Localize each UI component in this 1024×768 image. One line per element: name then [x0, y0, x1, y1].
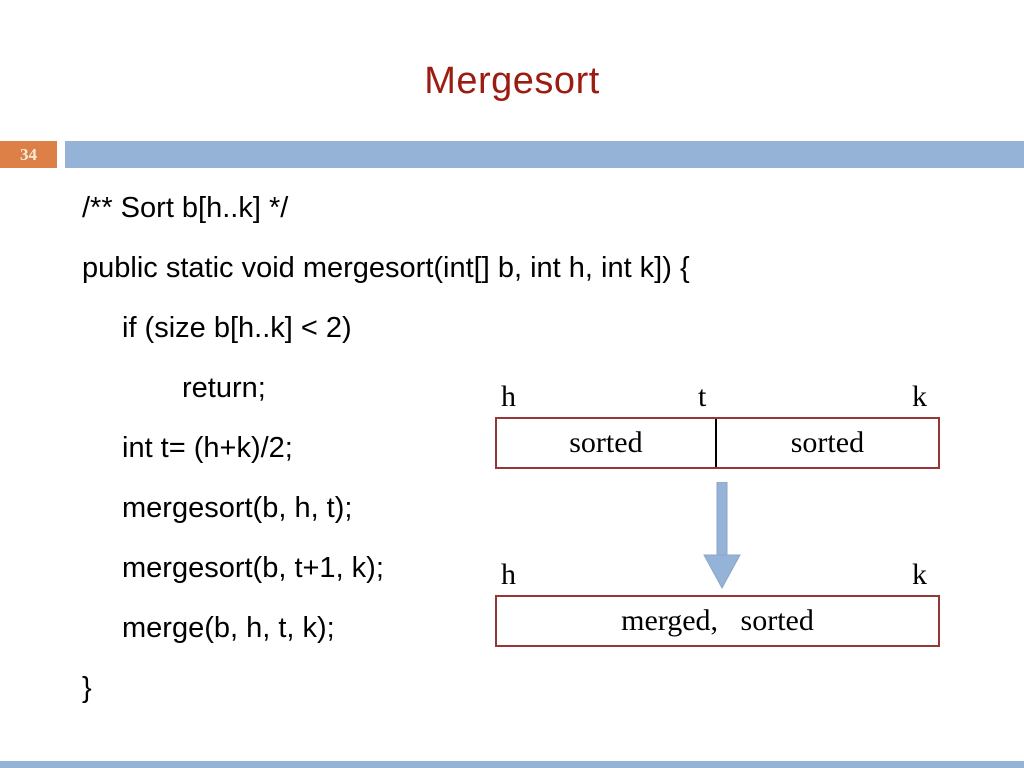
page-number-badge: 34: [0, 141, 57, 168]
index-label-k: k: [912, 558, 927, 591]
index-label-t: t: [698, 380, 707, 413]
code-line: merge(b, h, t, k);: [122, 612, 335, 644]
array-box-top: sorted sorted: [495, 417, 940, 469]
array-segment-sorted-left: sorted: [497, 419, 717, 467]
code-line: int t= (h+k)/2;: [122, 432, 293, 464]
down-arrow-icon: [703, 482, 741, 590]
code-line: mergesort(b, h, t);: [122, 492, 353, 524]
code-line: }: [82, 672, 92, 704]
index-label-k: k: [912, 380, 927, 413]
code-line: /** Sort b[h..k] */: [82, 192, 289, 224]
array-box-bottom: merged, sorted: [495, 595, 940, 647]
header-accent-band: [65, 141, 1024, 168]
footer-accent-band: [0, 761, 1024, 768]
code-line: return;: [182, 372, 266, 404]
array-segment-sorted-right: sorted: [790, 426, 865, 459]
index-label-h: h: [501, 380, 516, 413]
code-line: mergesort(b, t+1, k);: [122, 552, 384, 584]
index-label-h: h: [501, 558, 516, 591]
array-segment-merged-sorted: merged, sorted: [621, 604, 814, 637]
code-line: public static void mergesort(int[] b, in…: [82, 252, 690, 284]
code-line: if (size b[h..k] < 2): [122, 312, 352, 344]
page-number: 34: [20, 144, 37, 164]
slide-title: Mergesort: [424, 60, 600, 102]
